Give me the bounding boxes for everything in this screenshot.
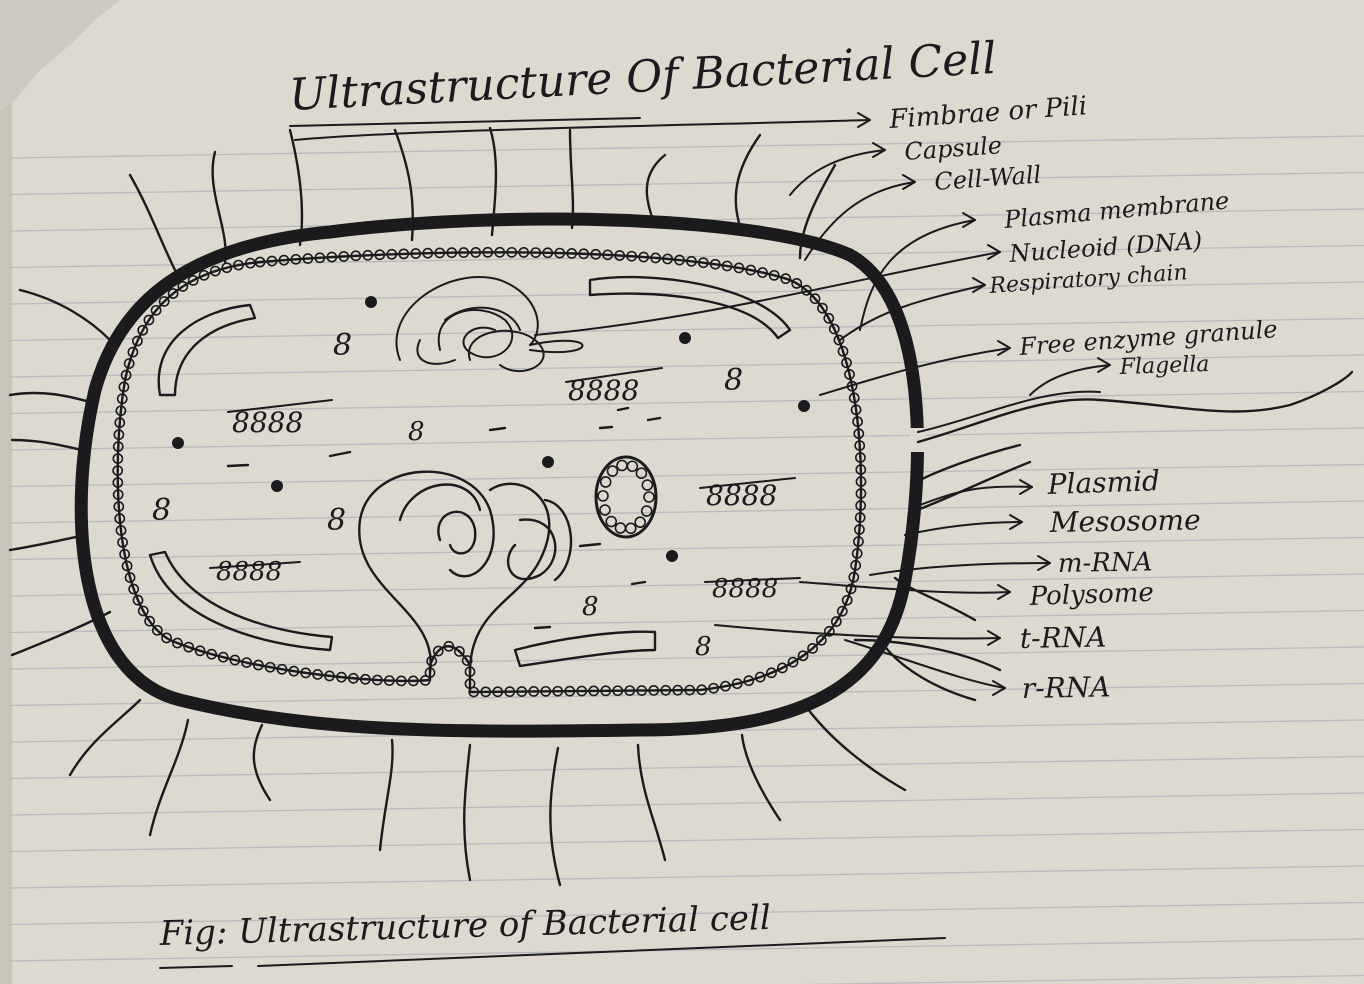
enzyme-granule <box>365 296 377 308</box>
enzyme-granule <box>172 437 184 449</box>
ribosome-single: 8 <box>582 592 599 622</box>
polysome-chain: 8888 <box>216 557 282 587</box>
ribosome-single: 8 <box>724 363 743 398</box>
polysome-chain: 8888 <box>568 374 639 407</box>
ribosome-single: 8 <box>333 328 352 363</box>
label-flagella: Flagella <box>1118 352 1210 380</box>
enzyme-granule <box>666 550 678 562</box>
label-mesosome: Mesosome <box>1049 503 1201 539</box>
enzyme-granule <box>798 400 810 412</box>
ribosome-single: 8 <box>327 503 346 538</box>
enzyme-granule <box>679 332 691 344</box>
ribosome-single: 8 <box>408 417 425 447</box>
label-plasmid: Plasmid <box>1046 464 1160 501</box>
paper-shadow-left <box>0 0 12 984</box>
label-m-rna: m-RNA <box>1058 547 1153 579</box>
label-t-rna: t-RNA <box>1020 620 1107 655</box>
ribosome-single: 8 <box>695 632 712 662</box>
enzyme-granule <box>542 456 554 468</box>
label-r-rna: r-RNA <box>1022 670 1111 705</box>
label-polysome: Polysome <box>1028 578 1154 612</box>
enzyme-granule <box>271 480 283 492</box>
ribosome-single: 8 <box>152 493 171 528</box>
